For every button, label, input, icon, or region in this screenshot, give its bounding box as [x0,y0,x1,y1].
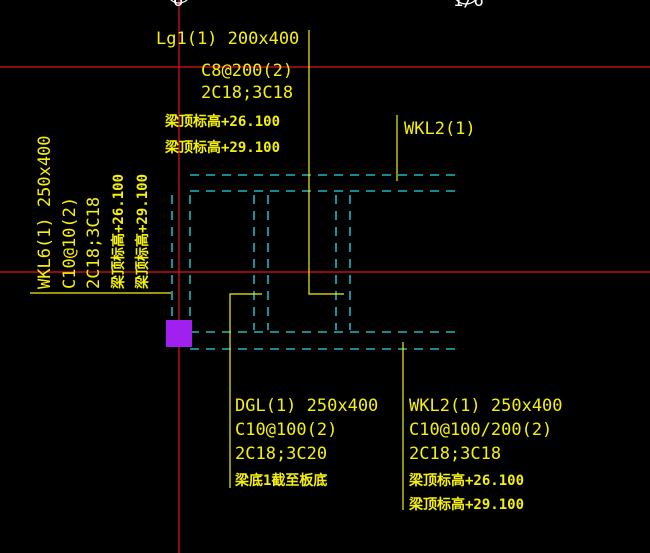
axis-bubble-right-label: 1/6 [453,0,484,11]
selection-grip[interactable] [166,320,192,347]
lg1-bars: 2C18;3C18 [201,83,293,103]
wkl6-stirrup: C10@10(2) [60,197,80,289]
wkl2-bottom-elev2: 梁顶标高+29.100 [408,496,524,513]
wkl6-name: WKL6(1) 250x400 [35,135,55,289]
axis-bubble-left-label: 6 [173,0,183,11]
leader-lg1 [308,30,344,295]
wkl2-bottom-name: WKL2(1) 250x400 [409,396,563,416]
lg1-elev1: 梁顶标高+26.100 [164,113,280,130]
lg1-annotation: Lg1(1) 200x400 C8@200(2) 2C18;3C18 梁顶标高+… [156,29,299,156]
lg1-elev2: 梁顶标高+29.100 [164,139,280,156]
beam-outlines [171,174,455,350]
wkl2-top-name: WKL2(1) [404,119,476,139]
lg1-name: Lg1(1) 200x400 [156,29,299,49]
wkl6-bars: 2C18;3C18 [84,197,104,289]
dgl-stirrup: C10@100(2) [235,420,337,440]
dgl-note: 梁底1截至板底 [234,472,327,489]
leader-dgl [229,293,262,488]
dgl-annotation: DGL(1) 250x400 C10@100(2) 2C18;3C20 梁底1截… [234,396,378,489]
wkl2-bottom-bars: 2C18;3C18 [409,444,501,464]
wkl2-bottom-annotation: WKL2(1) 250x400 C10@100/200(2) 2C18;3C18… [408,396,563,513]
wkl2-bottom-stirrup: C10@100/200(2) [409,420,552,440]
dgl-bars: 2C18;3C20 [235,444,327,464]
axis-bubble-left: 6 [170,0,188,11]
axis-bubble-right: 1/6 [453,0,484,11]
dgl-name: DGL(1) 250x400 [235,396,378,416]
wkl6-elev2: 梁顶标高+29.100 [134,174,151,290]
wkl6-annotation: WKL6(1) 250x400 C10@10(2) 2C18;3C18 梁顶标高… [35,135,151,290]
lg1-stirrup: C8@200(2) [201,61,293,81]
wkl2-bottom-elev1: 梁顶标高+26.100 [408,472,524,489]
wkl6-elev1: 梁顶标高+26.100 [110,174,127,290]
